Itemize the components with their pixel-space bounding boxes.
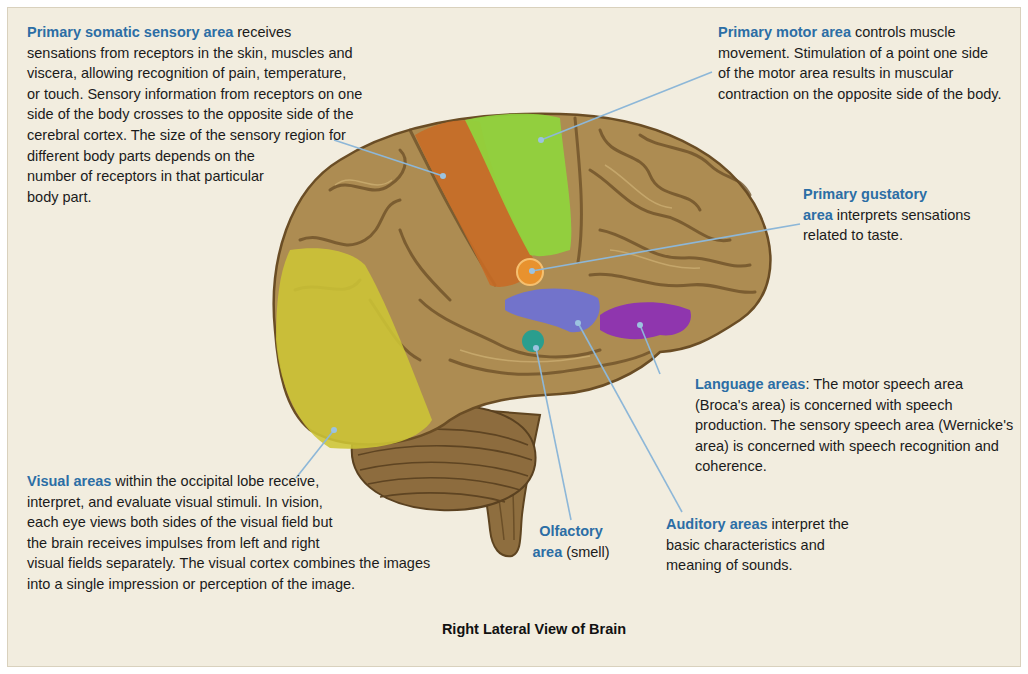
wrap-spacer [291,146,363,366]
somatic-callout: Primary somatic sensory areareceives sen… [27,22,363,366]
visual-callout: Visual areaswithin the occipital lobe re… [27,471,439,595]
area-description: receives sensations from receptors in th… [27,24,362,205]
area-heading: Auditory areas [666,516,768,532]
area-heading: Primary motor area [718,24,851,40]
area-heading: Visual areas [27,473,111,489]
language-callout: Language areas: The motor speech area (B… [695,374,1017,477]
gustatory-spot [517,259,543,285]
auditory-callout: Auditory areasinterpret the basic charac… [666,514,878,576]
auditory-region [505,288,600,332]
area-description: (smell) [566,544,610,560]
area-description: within the occipital lobe receive, inter… [27,473,430,592]
leader-dots [331,137,643,433]
olfactory-spot [522,330,544,352]
area-heading: Primary somatic sensory area [27,24,233,40]
figure-caption: Right Lateral View of Brain [334,621,734,637]
motor-callout: Primary motor areacontrols muscle moveme… [718,22,1003,104]
olfactory-callout: Olfactory area(smell) [521,521,621,562]
language-region [600,302,691,339]
visual-region [276,248,432,449]
gustatory-callout: Primary gustatory areainterprets sensati… [803,184,1015,246]
wrap-spacer [335,471,439,533]
area-heading: Language areas [695,376,805,392]
